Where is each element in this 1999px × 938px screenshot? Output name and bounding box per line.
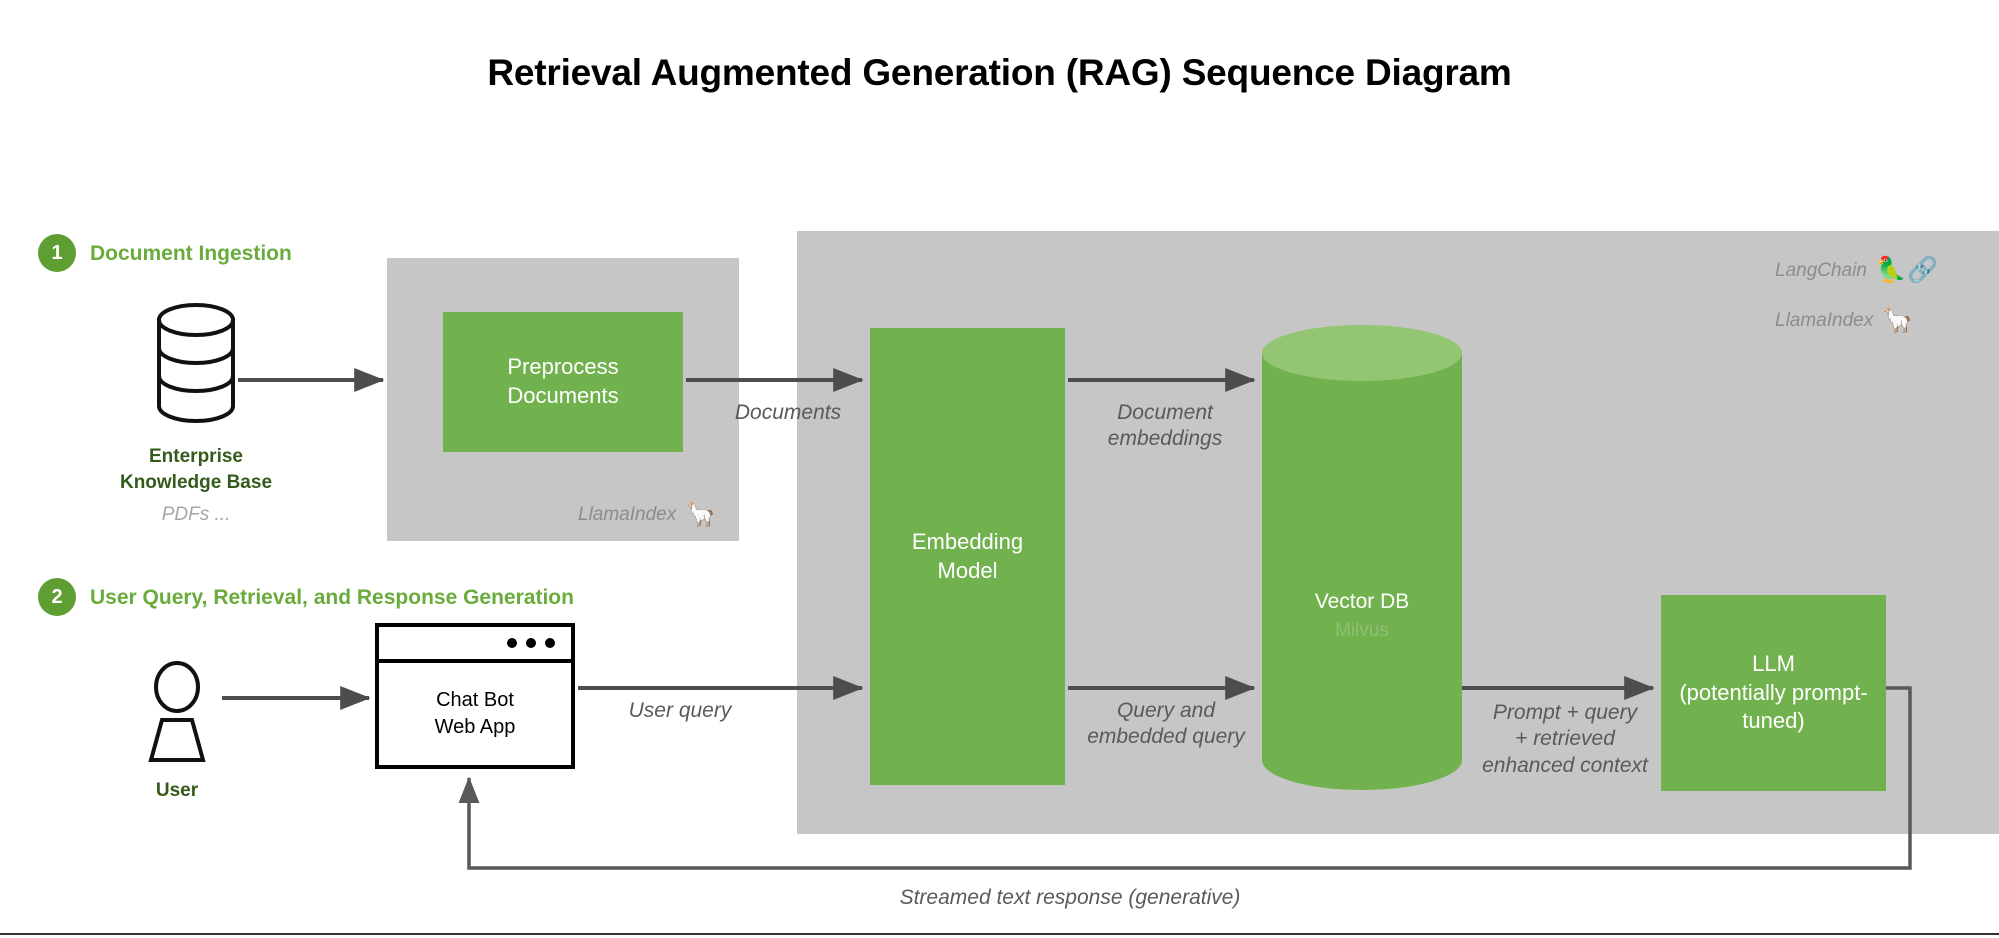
- flow-label-query-embedded-line1: Query and: [1116, 699, 1216, 722]
- llama-icon: 🦙: [685, 500, 717, 528]
- window-dot-1-icon: [507, 638, 517, 648]
- preprocess-documents-node: Preprocess Documents: [443, 312, 683, 452]
- window-dot-3-icon: [545, 638, 555, 648]
- llm-label-line2: (potentially prompt-: [1679, 679, 1868, 705]
- step-2-group: 2 User Query, Retrieval, and Response Ge…: [38, 578, 574, 616]
- user-actor-group: User: [112, 660, 242, 802]
- enterprise-knowledge-base-group: Enterprise Knowledge Base PDFs ...: [106, 300, 286, 526]
- flow-label-prompt-line3: enhanced context: [1482, 753, 1648, 777]
- user-person-icon: [140, 660, 214, 764]
- cylinder-top-ellipse: [1262, 325, 1462, 381]
- flow-label-document-embeddings: Document embeddings: [1075, 400, 1255, 453]
- flow-label-streamed-response: Streamed text response (generative): [899, 886, 1241, 909]
- flow-label-document-embeddings-line2: embeddings: [1107, 427, 1223, 451]
- flow-label-documents: Documents: [734, 401, 842, 424]
- step-1-badge: 1: [38, 234, 76, 272]
- page-title: Retrieval Augmented Generation (RAG) Seq…: [487, 52, 1512, 93]
- flow-label-query-embedded: Query and embedded query: [1068, 698, 1264, 751]
- knowledge-base-caption-line1: Enterprise: [149, 446, 243, 467]
- window-dot-2-icon: [526, 638, 536, 648]
- brand-name-llamaindex-main: LlamaIndex: [1775, 309, 1874, 331]
- knowledge-base-caption-line2: Knowledge Base: [119, 471, 273, 493]
- vector-db-subtext: Milvus: [1335, 620, 1389, 642]
- user-caption: User: [155, 780, 199, 801]
- vector-db-labels: Vector DB Milvus: [1262, 588, 1462, 647]
- flow-label-document-embeddings-line1: Document: [1117, 401, 1213, 424]
- brand-tag-langchain: LangChain 🦜🔗: [1775, 258, 1938, 283]
- bottom-divider: [0, 933, 1999, 935]
- embedding-model-node: Embedding Model: [870, 328, 1065, 785]
- llm-label-line1: LLM: [1752, 651, 1795, 677]
- knowledge-base-subtext: PDFs ...: [161, 504, 231, 526]
- brand-name-langchain: LangChain: [1775, 259, 1867, 281]
- brand-tag-llamaindex-ingestion: LlamaIndex 🦙: [578, 502, 716, 527]
- chatbot-web-app-window[interactable]: Chat Bot Web App: [375, 623, 575, 769]
- database-cylinder-icon: [154, 300, 238, 426]
- step-1-label: Document Ingestion: [90, 242, 292, 265]
- chatbot-window-titlebar: [379, 627, 571, 663]
- brand-tag-llamaindex-main: LlamaIndex 🦙: [1775, 308, 1913, 333]
- flow-label-prompt-line2: + retrieved: [1515, 727, 1615, 751]
- llm-node: LLM (potentially prompt- tuned): [1661, 595, 1886, 791]
- brand-name-llamaindex: LlamaIndex: [578, 503, 677, 525]
- preprocess-label-line1: Preprocess: [507, 354, 619, 380]
- embedding-label-line2: Model: [937, 557, 998, 583]
- step-2-badge: 2: [38, 578, 76, 616]
- knowledge-base-caption: Enterprise Knowledge Base: [106, 444, 286, 495]
- step-1-group: 1 Document Ingestion: [38, 234, 292, 272]
- flow-label-prompt-line1: Prompt + query: [1492, 701, 1638, 724]
- llama-icon-main: 🦙: [1882, 306, 1914, 334]
- preprocess-label-line2: Documents: [507, 383, 619, 408]
- vector-db-node: Vector DB Milvus: [1262, 325, 1462, 790]
- flow-label-prompt-context: Prompt + query + retrieved enhanced cont…: [1460, 700, 1670, 779]
- embedding-label-line1: Embedding: [911, 528, 1024, 554]
- flow-label-query-embedded-line2: embedded query: [1087, 725, 1245, 749]
- chatbot-window-body: Chat Bot Web App: [379, 663, 571, 765]
- step-2-label: User Query, Retrieval, and Response Gene…: [90, 586, 574, 609]
- parrot-chain-icon: 🦜🔗: [1875, 256, 1939, 284]
- vector-db-title: Vector DB: [1314, 590, 1410, 613]
- llm-label-line3: tuned): [1742, 708, 1805, 734]
- chatbot-label-line2: Web App: [434, 716, 516, 738]
- cylinder-body: [1262, 353, 1462, 790]
- flow-label-user-query: User query: [628, 699, 732, 722]
- chatbot-label-line1: Chat Bot: [436, 689, 514, 711]
